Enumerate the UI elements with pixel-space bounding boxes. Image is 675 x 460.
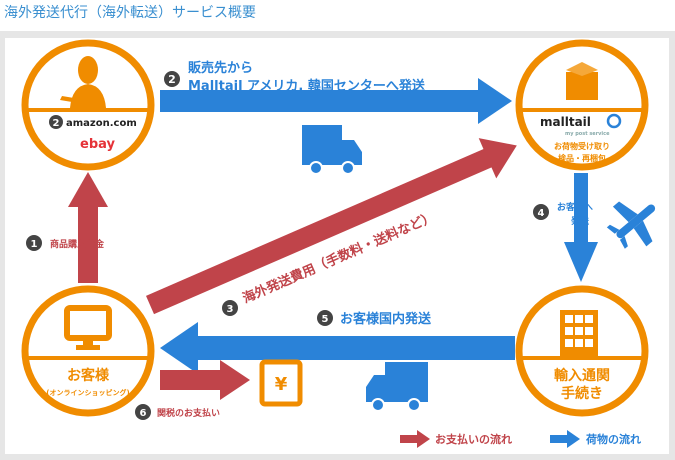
- step-4-label: 4 お客様へ 発送: [533, 201, 593, 227]
- arrow-payment-to-malltail: [146, 138, 517, 315]
- malltail-swirl-icon: [606, 113, 622, 129]
- malltail-service-2: 検品・再梱包: [558, 153, 606, 163]
- step-6-label: 6 関税のお支払い: [135, 404, 220, 420]
- svg-text:5: 5: [322, 314, 329, 325]
- person-icon: [60, 56, 106, 108]
- svg-text:お客様国内発送: お客様国内発送: [340, 311, 432, 327]
- step-5-label: 5 お客様国内発送: [317, 310, 432, 327]
- building-icon: [560, 310, 598, 356]
- arrow-payment-tax: [160, 360, 250, 400]
- svg-text:Malltail アメリカ, 韓国センターへ発送: Malltail アメリカ, 韓国センターへ発送: [188, 78, 426, 94]
- svg-text:3: 3: [227, 304, 234, 315]
- step-badge: 2: [53, 118, 60, 129]
- legend-goods-label: 荷物の流れ: [585, 432, 641, 446]
- node-customs: 輸入通関 手続き: [515, 285, 649, 417]
- malltail-service-1: お荷物受け取り: [554, 141, 610, 151]
- svg-text:2: 2: [168, 73, 176, 86]
- arrow-goods-seller-to-malltail: [160, 78, 512, 124]
- svg-text:関税のお支払い: 関税のお支払い: [157, 407, 220, 419]
- svg-text:¥: ¥: [275, 374, 288, 395]
- svg-text:販売先から: 販売先から: [188, 60, 253, 76]
- legend-payment-arrow: [400, 430, 430, 448]
- yen-icon: ¥: [259, 359, 303, 407]
- svg-text:商品購入代金: 商品購入代金: [50, 238, 105, 250]
- step-2-label: 2 販売先から Malltail アメリカ, 韓国センターへ発送: [164, 60, 426, 94]
- arrow-goods-malltail-to-customs: [564, 173, 598, 282]
- svg-text:お客様へ: お客様へ: [557, 201, 593, 213]
- svg-text:4: 4: [538, 208, 545, 219]
- arrow-payment-to-seller: [68, 172, 108, 283]
- malltail-tagline: my post service: [565, 131, 610, 137]
- customer-sublabel: (オンラインショッピング): [46, 388, 129, 397]
- svg-text:発送: 発送: [570, 215, 590, 227]
- page-title: 海外発送代行（海外転送）サービス概要: [4, 5, 256, 21]
- truck-icon: [302, 125, 362, 175]
- legend: お支払いの流れ 荷物の流れ: [400, 430, 641, 448]
- amazon-logo: amazon.com: [66, 118, 137, 129]
- svg-text:6: 6: [140, 408, 147, 419]
- node-malltail: malltail my post service お荷物受け取り 検品・再梱包: [515, 39, 649, 171]
- node-customer: お客様 (オンラインショッピング): [21, 285, 155, 417]
- legend-payment-label: お支払いの流れ: [435, 432, 512, 446]
- ebay-logo: ebay: [80, 137, 115, 152]
- node-seller: 2 amazon.com ebay: [21, 39, 155, 171]
- airplane-icon: [606, 201, 656, 249]
- step-1-label: 1 商品購入代金: [26, 235, 105, 251]
- box-icon: [566, 62, 598, 100]
- legend-goods-arrow: [550, 430, 580, 448]
- customs-label-1: 輸入通関: [554, 367, 610, 384]
- customs-label-2: 手続き: [561, 385, 603, 402]
- truck-icon: [366, 362, 428, 412]
- svg-text:1: 1: [31, 239, 38, 250]
- monitor-icon: [64, 305, 112, 350]
- customer-label: お客様: [67, 367, 110, 384]
- malltail-logo: malltail: [540, 115, 591, 129]
- arrow-goods-customs-to-customer: [160, 322, 515, 374]
